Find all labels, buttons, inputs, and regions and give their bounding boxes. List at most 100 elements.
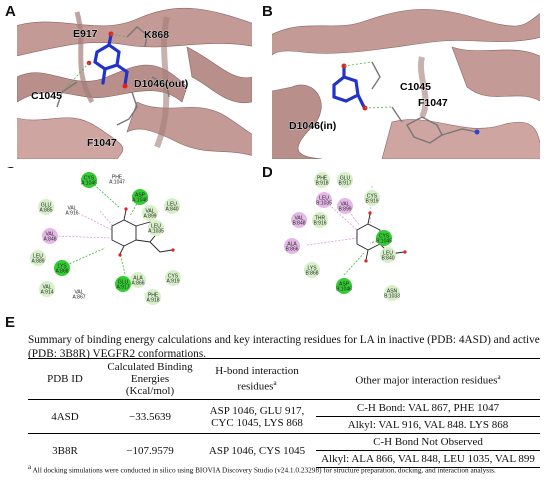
- cell-pdb: 4ASD: [51, 410, 79, 423]
- table-caption: Summary of binding energy calculations a…: [28, 334, 540, 360]
- header-binding-energy: Calculated Binding Energies (Kcal/mol): [102, 358, 198, 400]
- residue-label-c1045-b: C1045: [400, 81, 431, 93]
- residue-label-f1047-b: F1047: [418, 97, 448, 109]
- panel-a-render: E917 K868 C1045 D1046(out) F1047: [17, 7, 252, 159]
- cell-hbond: ASP 1046, GLU 917, CYC 1045, LYS 868: [209, 404, 305, 429]
- panel-d-label: D: [262, 164, 273, 181]
- residue-label-k868: K868: [144, 29, 169, 41]
- table-subrow: Alkyl: VAL 916, VAL 848. LYS 868: [28, 416, 540, 434]
- header-pdb-id: PDB ID: [28, 358, 102, 400]
- residue-label-d1046-out: D1046(out): [134, 78, 188, 90]
- cell-pdb: 3B8R: [28, 433, 102, 468]
- panel-a-label: A: [5, 3, 16, 20]
- cell-other-ch: C-H Bond Not Observed: [316, 433, 540, 451]
- residue-label-e917: E917: [73, 28, 98, 40]
- cell-other-alkyl: Alkyl: VAL 916, VAL 848. LYS 868: [316, 416, 540, 434]
- panel-b-label: B: [262, 3, 273, 20]
- residue-label-d1046-in: D1046(in): [289, 120, 336, 132]
- cell-other-ch: C-H Bond: VAL 867, PHE 1047: [356, 402, 500, 414]
- cell-energy: −107.9579: [102, 433, 198, 468]
- protein-ribbon-image-b: C1045 F1047 D1046(in): [272, 7, 540, 159]
- table-footnote: a All docking simulations were conducted…: [28, 463, 496, 475]
- summary-table: PDB ID Calculated Binding Energies (Kcal…: [28, 358, 540, 468]
- panel-e-label: E: [5, 314, 16, 331]
- residue-label-f1047: F1047: [87, 137, 117, 149]
- table-row: 4ASD −33.5639 ASP 1046, GLU 917, CYC 104…: [28, 400, 540, 429]
- table-header-row: PDB ID Calculated Binding Energies (Kcal…: [28, 358, 540, 400]
- table-row: 3B8R −107.9579 ASP 1046, CYS 1045 C-H Bo…: [28, 433, 540, 468]
- header-other: Other major interaction residuesa: [316, 358, 540, 400]
- protein-ribbon-image-a: E917 K868 C1045 D1046(out) F1047: [17, 7, 252, 159]
- header-hbond: H-bond interaction residuesa: [198, 358, 316, 400]
- cell-energy: −33.5639: [129, 410, 171, 423]
- cell-hbond: ASP 1046, CYS 1045: [198, 433, 316, 468]
- cell-other-alkyl: Alkyl: ALA 866, VAL 848, LEU 1035, VAL 8…: [316, 450, 540, 468]
- panel-b-render: C1045 F1047 D1046(in): [272, 7, 540, 159]
- residue-label-c1045: C1045: [31, 90, 62, 102]
